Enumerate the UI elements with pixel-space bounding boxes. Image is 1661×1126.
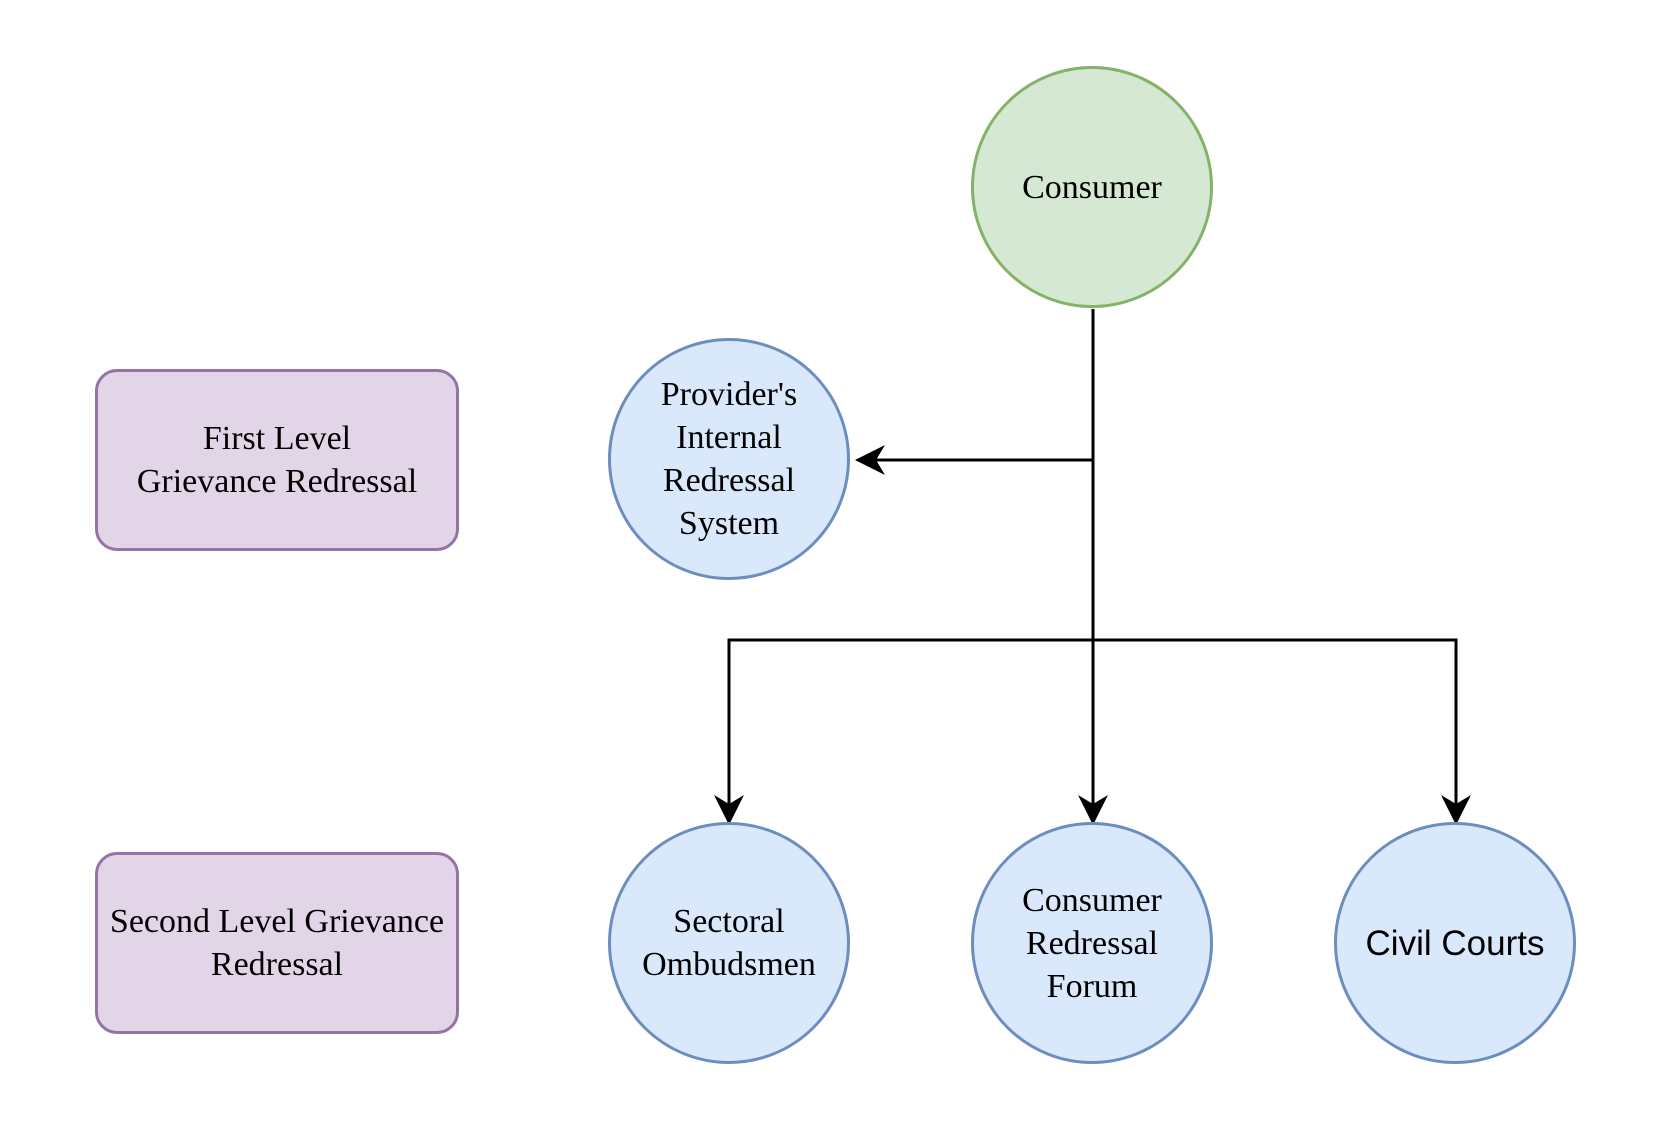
- second-level-label: Second Level Grievance Redressal: [109, 903, 445, 983]
- consumer-label: Consumer: [1022, 168, 1162, 206]
- second-level-label-box: Second Level Grievance Redressal: [95, 852, 459, 1034]
- consumer-redressal-forum-label: Consumer Redressal Forum: [1022, 881, 1162, 1005]
- sectoral-ombudsmen-node: Sectoral Ombudsmen: [608, 822, 850, 1064]
- sectoral-ombudsmen-label: Sectoral Ombudsmen: [642, 903, 816, 983]
- provider-internal-redressal-node: Provider's Internal Redressal System: [608, 338, 850, 580]
- consumer-redressal-forum-node: Consumer Redressal Forum: [971, 822, 1213, 1064]
- civil-courts-node: Civil Courts: [1334, 822, 1576, 1064]
- consumer-node: Consumer: [971, 66, 1213, 308]
- provider-internal-redressal-label: Provider's Internal Redressal System: [660, 376, 798, 542]
- edge-consumer-to-provider: [855, 309, 1095, 475]
- first-level-label: First Level Grievance Redressal: [136, 420, 418, 500]
- civil-courts-label: Civil Courts: [1365, 923, 1545, 963]
- first-level-label-box: First Level Grievance Redressal: [95, 369, 459, 551]
- edge-consumer-to-courts: [1093, 638, 1471, 825]
